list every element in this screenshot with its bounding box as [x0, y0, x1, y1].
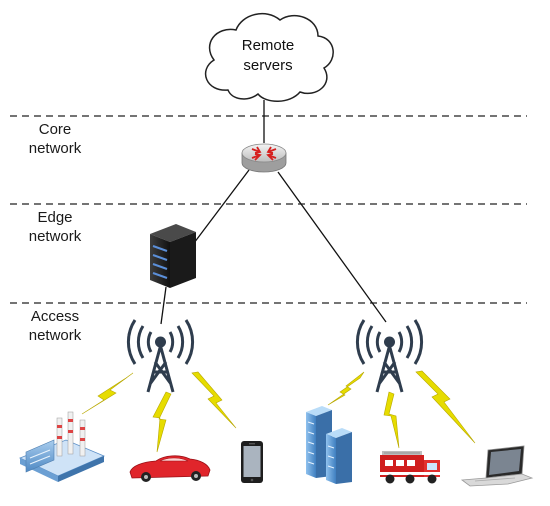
lightning-bolt-icon	[383, 391, 400, 449]
lightning-bolt-icon	[152, 391, 172, 453]
link-router-server	[190, 169, 250, 248]
access-label-line2: network	[28, 327, 82, 344]
link-server-left-tower	[160, 286, 167, 325]
smartphone-icon	[241, 441, 263, 483]
fire-truck-icon	[380, 451, 440, 484]
right-antenna-tower-icon	[355, 319, 424, 393]
car-icon	[129, 455, 211, 482]
cloud-label-line1: Remote	[242, 37, 295, 54]
router-icon	[241, 143, 287, 173]
server-rack-icon	[150, 224, 196, 288]
lightning-bolt-icon	[415, 370, 476, 444]
edge-network-label: Edge network	[18, 208, 92, 246]
edge-label-line1: Edge	[37, 209, 73, 226]
edge-label-line2: network	[28, 228, 82, 245]
core-network-label: Core network	[18, 120, 92, 158]
laptop-icon	[460, 445, 534, 487]
factory-icon	[18, 411, 106, 482]
access-network-label: Access network	[18, 307, 92, 345]
cloud-label-line2: servers	[243, 57, 292, 74]
core-label-line1: Core	[38, 121, 72, 138]
lightning-bolt-icon	[327, 371, 365, 406]
left-antenna-tower-icon	[126, 319, 195, 393]
lightning-bolt-icon	[191, 371, 237, 429]
lightning-bolt-icon	[81, 372, 134, 415]
cloud-icon	[204, 12, 334, 102]
access-label-line1: Access	[30, 308, 80, 325]
core-label-line2: network	[28, 140, 82, 157]
link-router-right-tower	[277, 171, 387, 323]
office-buildings-icon	[306, 406, 352, 484]
